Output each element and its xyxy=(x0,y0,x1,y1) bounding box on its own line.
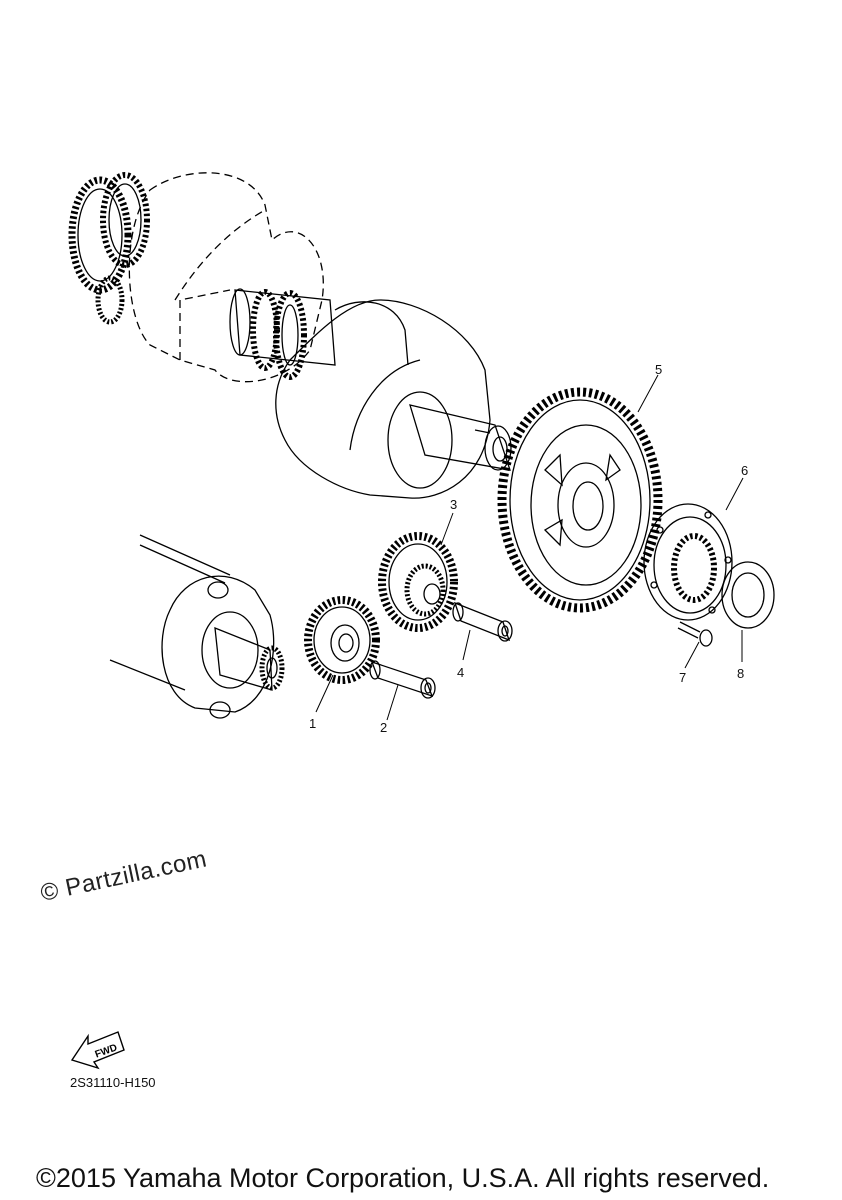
crank-nose xyxy=(409,404,512,471)
crankshaft xyxy=(68,172,512,499)
bolt-7 xyxy=(677,621,713,647)
idler-gear-3 xyxy=(378,532,458,632)
callout-7: 7 xyxy=(679,670,687,685)
callout-6: 6 xyxy=(741,463,749,478)
callout-5: 5 xyxy=(655,362,663,377)
leader-lines xyxy=(315,374,744,721)
starter-wheel-gear-5 xyxy=(497,387,663,613)
copyright: ©2015 Yamaha Motor Corporation, U.S.A. A… xyxy=(36,1163,770,1193)
washer-8 xyxy=(721,561,775,629)
fwd-arrow-icon: FWD xyxy=(70,1031,125,1070)
callout-1: 1 xyxy=(309,716,317,731)
idler-gear-1 xyxy=(304,596,380,684)
shaft-4 xyxy=(452,601,513,642)
callout-3: 3 xyxy=(450,497,458,512)
crank-left-gear xyxy=(68,172,150,325)
starter-motor xyxy=(109,534,285,719)
callout-4: 4 xyxy=(457,665,465,680)
diagram-code: 2S31110-H150 xyxy=(70,1075,156,1090)
crank-web-rear xyxy=(128,172,324,383)
crank-journal xyxy=(229,288,336,380)
callout-2: 2 xyxy=(380,720,388,735)
crank-web-front xyxy=(275,299,491,499)
shaft-2 xyxy=(369,660,436,699)
callout-8: 8 xyxy=(737,666,745,681)
one-way-clutch-6 xyxy=(643,503,733,621)
